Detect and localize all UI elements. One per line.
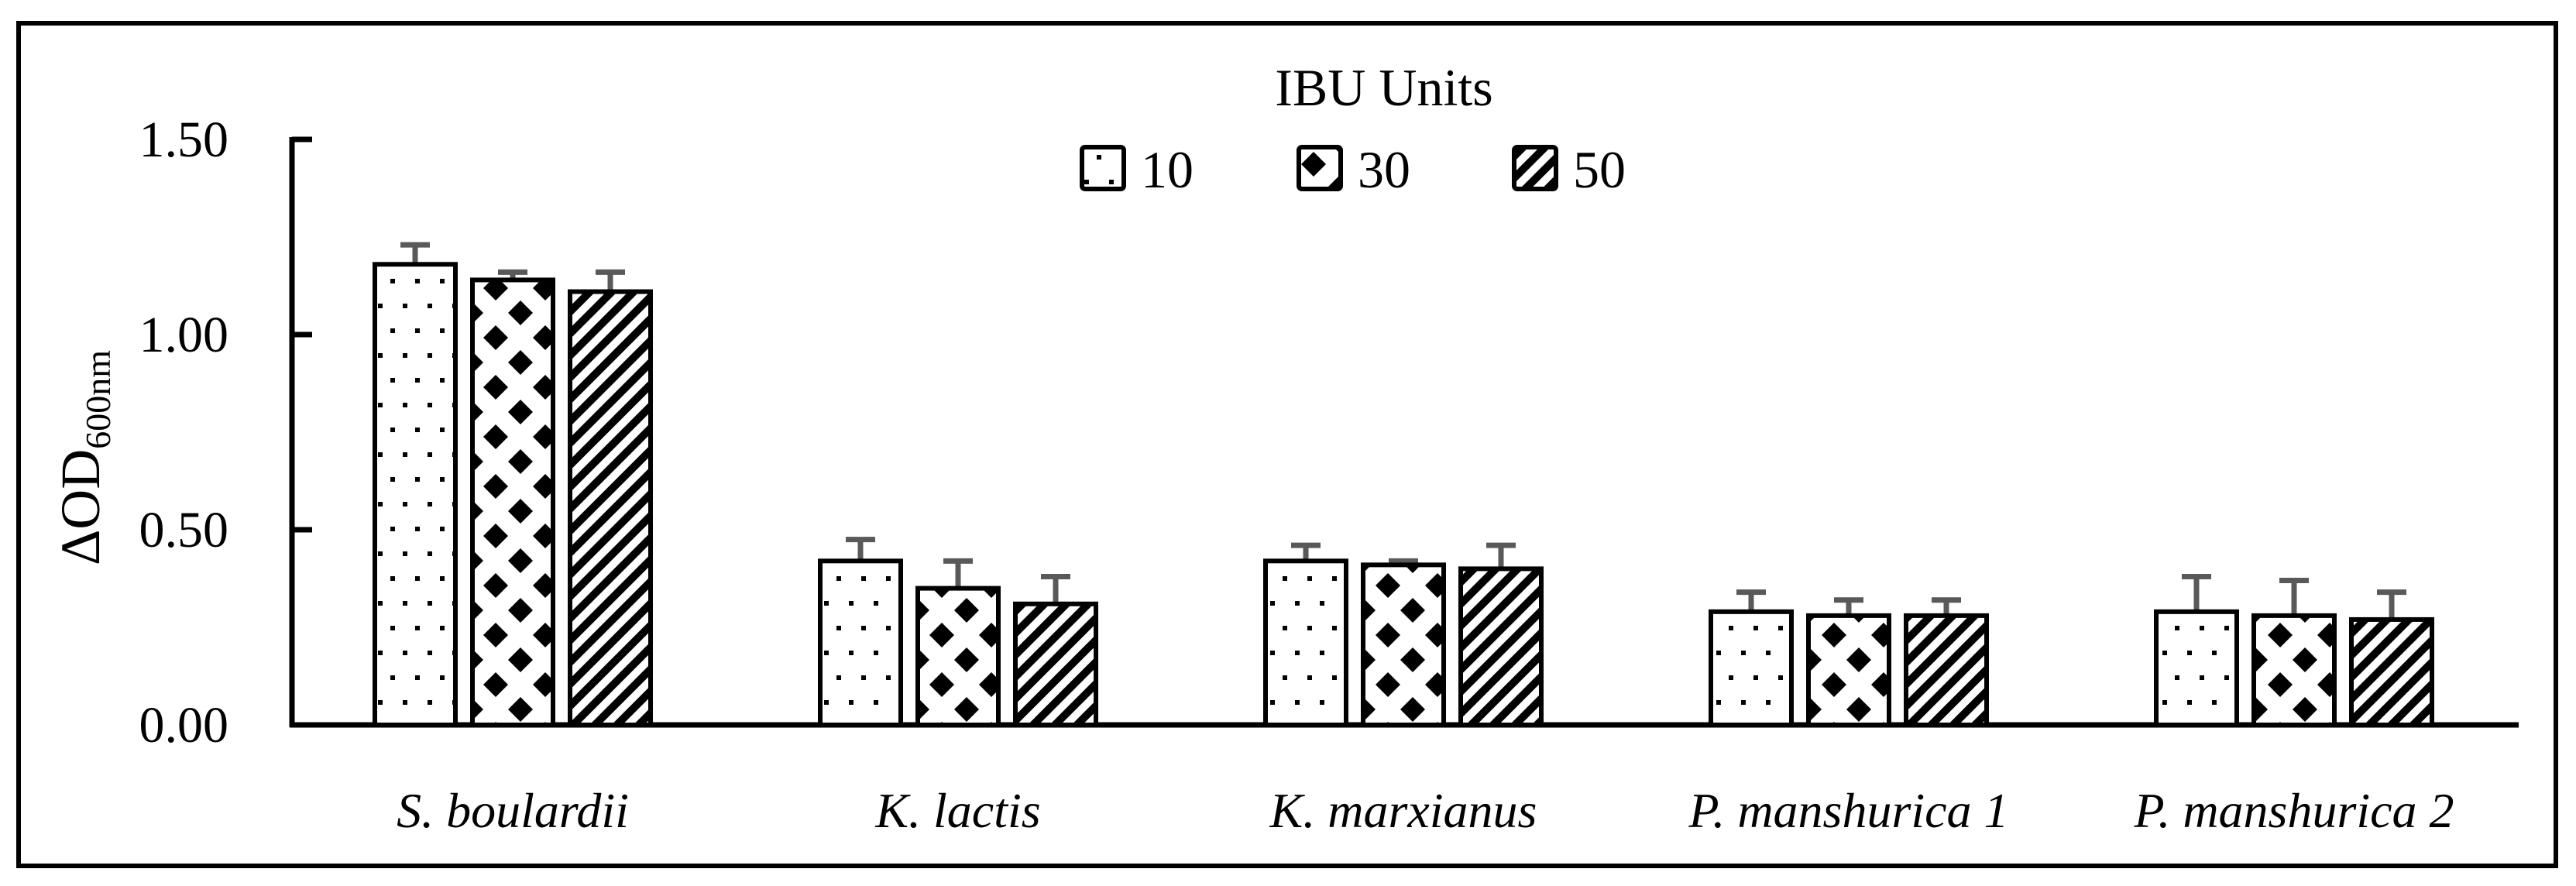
category-label: P. manshurica 2 [2133,783,2454,838]
bar-50 [1904,613,1989,727]
bar-50 [1013,601,1098,728]
figure-frame [16,21,2558,868]
legend-label: 50 [1573,140,1626,199]
y-tick-label: 0.00 [139,697,229,754]
bar-10 [818,558,903,727]
category-label: S. boulardii [397,783,629,838]
legend-item-30: 30 [1297,140,1410,199]
bar-group [818,537,1098,728]
bar-30 [1806,613,1891,727]
category-label: K. lactis [874,783,1040,838]
bar-10 [1263,558,1348,727]
legend-label: 10 [1141,140,1194,199]
bar-50 [1458,566,1544,728]
legend: IBU Units 10 30 50 [1080,58,1626,199]
bar-group [373,242,653,727]
legend-item-50: 50 [1512,140,1626,199]
bar-groups [373,242,2434,728]
bar-10 [2154,609,2239,728]
legend-label: 30 [1358,140,1410,199]
bar-10 [1709,609,1794,728]
bar-50 [568,289,653,727]
y-tick-label: 1.00 [139,307,229,363]
legend-swatch [1080,145,1126,191]
bar-50 [2349,616,2434,727]
x-axis-category-labels: S. boulardii K. lactis K. marxianus P. mans… [397,783,2454,838]
legend-swatch [1512,145,1558,191]
bar-30 [2251,613,2337,727]
bar-30 [1361,562,1446,727]
bar-10 [373,262,458,727]
bar-group [1263,542,1544,728]
bar-group [2154,573,2434,728]
y-tick-label: 0.50 [139,502,229,558]
legend-title: IBU Units [1275,58,1492,117]
bar-30 [470,277,555,727]
legend-item-10: 10 [1080,140,1194,199]
axes: 0.00 0.50 1.00 1.50 [139,112,2519,754]
legend-swatch [1297,145,1343,191]
category-label: K. marxianus [1269,783,1537,838]
y-axis-label: ΔOD600nm [50,350,118,565]
bar-group [1709,589,1989,728]
category-label: P. manshurica 1 [1688,783,2008,838]
y-tick-label: 1.50 [139,112,229,168]
bar-30 [915,586,1001,727]
